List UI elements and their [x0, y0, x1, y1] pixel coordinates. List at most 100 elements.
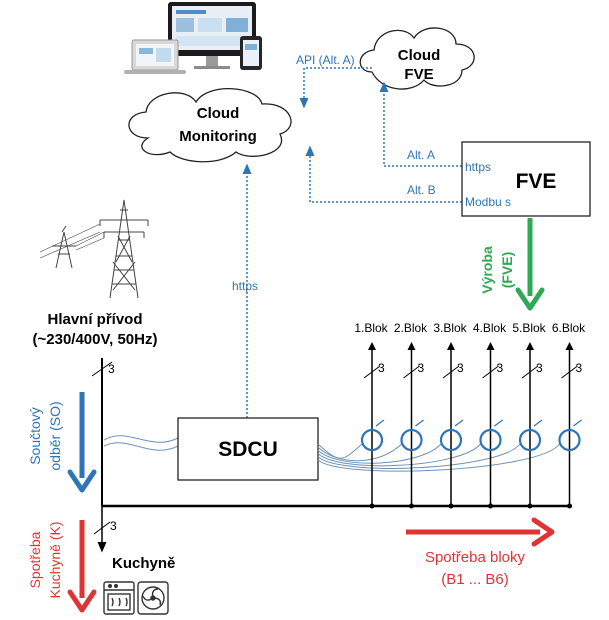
fve-modbus-label: Modbu s — [465, 195, 511, 209]
phase-tick — [363, 365, 381, 379]
block-phases: 3 — [536, 361, 543, 375]
block-phases: 3 — [418, 361, 425, 375]
busbar-junction — [448, 503, 454, 509]
main-feed-line2: (~230/400V, 50Hz) — [33, 331, 158, 348]
block-arrowhead — [368, 342, 376, 350]
sensor-lead — [375, 419, 385, 427]
block-phases: 3 — [378, 361, 385, 375]
block-arrowhead — [407, 342, 416, 350]
block-phases: 3 — [457, 361, 464, 375]
main-feed-line1: Hlavní přívod — [47, 311, 142, 328]
production-label-1: Výroba — [479, 246, 495, 294]
sensor-lead — [573, 419, 582, 427]
fve-label: FVE — [516, 170, 557, 193]
sdcu-wiring-left — [103, 435, 179, 451]
phase-tick — [521, 365, 539, 379]
fve-https-label: https — [465, 160, 491, 174]
cloud-fve-line2: FVE — [404, 66, 433, 83]
cloud-monitoring: Cloud Monitoring — [128, 88, 292, 163]
phase-tick — [482, 365, 499, 379]
total-consumption-label-1: Součtový — [27, 407, 43, 465]
data-links — [242, 67, 462, 418]
power-pylon-icon — [39, 199, 149, 299]
block-phases: 3 — [576, 361, 583, 375]
current-sensor-icon — [360, 428, 384, 452]
phase-tick — [561, 365, 578, 379]
cloud-monitoring-line1: Cloud — [197, 105, 240, 122]
current-sensor-icon — [439, 428, 463, 452]
block-circuit-3: 3 3.Blok — [433, 321, 468, 509]
alt-a-link — [379, 81, 462, 167]
kitchen-phases: 3 — [110, 519, 117, 533]
block-arrowhead — [447, 342, 455, 350]
oven-icon — [103, 581, 135, 615]
current-sensor-icon — [558, 428, 581, 452]
total-consumption-flow: Součtový odběr (SO) — [27, 392, 97, 493]
sensor-wire — [317, 443, 481, 467]
api-link — [299, 67, 372, 109]
sensor-wire — [317, 443, 442, 464]
sensor-wiring — [317, 443, 560, 472]
current-sensor-icon — [479, 428, 502, 452]
fve-box: FVE https Modbu s — [461, 141, 591, 217]
current-sensor-icon — [518, 428, 542, 452]
block-label-5: 5.Blok — [512, 321, 546, 335]
block-circuit-2: 3 2.Blok — [394, 321, 428, 509]
blocks-consumption-label-1: Spotřeba bloky — [425, 549, 526, 566]
block-label-2: 2.Blok — [394, 321, 428, 335]
busbar-junction — [527, 503, 533, 509]
total-consumption-label-2: odběr (SO) — [47, 401, 63, 470]
busbar-junction — [369, 503, 375, 509]
api-label: API (Alt. A) — [296, 53, 355, 67]
sensor-lead — [533, 419, 543, 427]
production-label-2: (FVE) — [499, 252, 515, 289]
sdcu-label: SDCU — [218, 438, 278, 461]
block-label-6: 6.Blok — [552, 321, 586, 335]
sensor-wire — [317, 443, 560, 472]
busbar-junction — [488, 503, 493, 509]
fan-icon — [137, 581, 169, 615]
block-arrowhead — [486, 342, 495, 350]
sensor-wire — [317, 443, 363, 459]
sensor-lead — [415, 419, 424, 427]
block-label-4: 4.Blok — [473, 321, 507, 335]
block-circuit-6: 3 6.Blok — [552, 321, 586, 509]
sdcu-https-label: https — [232, 279, 258, 293]
alt-b-link — [305, 145, 462, 203]
current-sensor-icon — [400, 428, 423, 452]
kitchen-label: Kuchyně — [112, 555, 175, 572]
main-feed-phases: 3 — [108, 362, 115, 376]
block-circuit-5: 3 5.Blok — [512, 321, 547, 509]
alt-b-label: Alt. B — [407, 183, 436, 197]
sensor-wire — [317, 443, 521, 469]
block-circuit-4: 3 4.Blok — [473, 321, 507, 509]
cloud-monitoring-line2: Monitoring — [179, 128, 256, 145]
busbar-junction — [567, 503, 572, 509]
blocks-consumption-flow: Spotřeba bloky (B1 ... B6) — [406, 517, 555, 588]
block-arrowhead — [526, 342, 534, 350]
cloud-fve-line1: Cloud — [398, 47, 441, 64]
kitchen-consumption-label-1: Spotřeba — [27, 531, 43, 588]
kitchen-consumption-label-2: Kuchyně (K) — [47, 521, 63, 598]
sensor-lead — [494, 419, 503, 427]
monitoring-devices-icon — [124, 2, 262, 74]
block-circuits: 3 1.Blok 3 2.Blok 3 3.Blok 3 4.Blok 3 5.Blok 3 6.Bl… — [354, 321, 586, 509]
phase-tick — [442, 365, 460, 379]
block-label-1: 1.Blok — [354, 321, 388, 335]
blocks-consumption-label-2: (B1 ... B6) — [441, 571, 509, 588]
kitchen-consumption-flow: Spotřeba Kuchyně (K) — [27, 520, 97, 613]
main-feed-line — [91, 358, 113, 506]
production-flow: Výroba (FVE) — [479, 218, 545, 311]
block-label-3: 3.Blok — [433, 321, 467, 335]
phase-tick — [403, 365, 420, 379]
cloud-fve: Cloud FVE — [359, 27, 475, 90]
block-arrowhead — [565, 342, 574, 350]
sensor-wire — [317, 443, 402, 462]
block-phases: 3 — [497, 361, 504, 375]
busbar-junction — [409, 503, 414, 509]
block-circuit-1: 3 1.Blok — [354, 321, 389, 509]
sdcu-box: SDCU — [177, 417, 319, 481]
sensor-lead — [454, 419, 464, 427]
kitchen-branch — [93, 506, 111, 553]
